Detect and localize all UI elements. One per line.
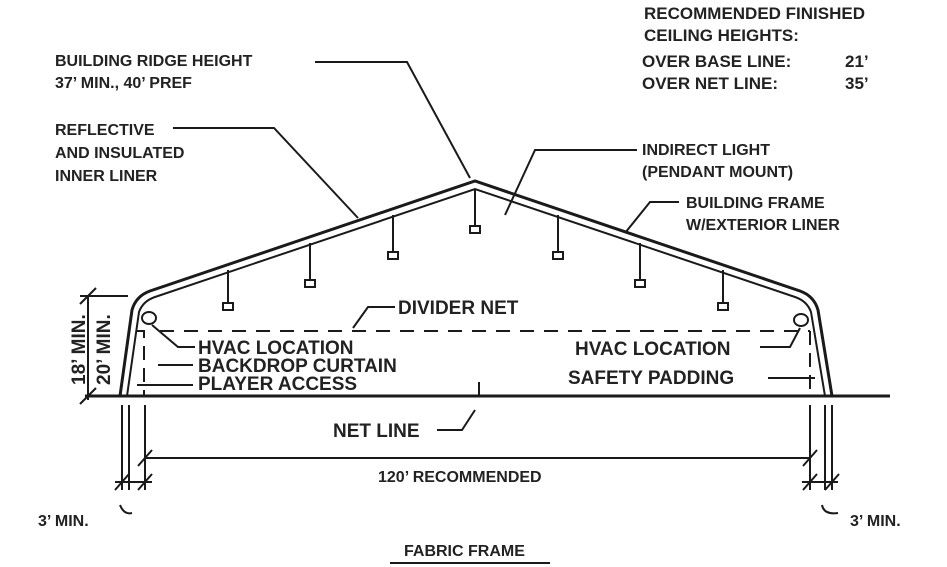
building-frame-outer bbox=[118, 179, 834, 397]
ridge-height-label: BUILDING RIDGE HEIGHT bbox=[55, 53, 253, 70]
min-left-label: 3’ MIN. bbox=[38, 513, 89, 530]
frame-label: BUILDING FRAME bbox=[686, 195, 825, 212]
building-frame-inner bbox=[126, 187, 826, 397]
base-line-label: OVER BASE LINE: bbox=[642, 52, 791, 71]
divider-net-label: DIVIDER NET bbox=[398, 298, 519, 319]
pendant-lights bbox=[222, 190, 729, 311]
leader-lines bbox=[80, 61, 839, 564]
frame-label: W/EXTERIOR LINER bbox=[686, 217, 840, 234]
min-right-label: 3’ MIN. bbox=[850, 513, 901, 530]
backdrop-label: BACKDROP CURTAIN bbox=[198, 356, 397, 377]
ceiling-heights-heading: CEILING HEIGHTS: bbox=[644, 26, 799, 45]
net-line-label: NET LINE bbox=[333, 421, 420, 442]
safety-padding-label: SAFETY PADDING bbox=[568, 368, 734, 389]
hvac-left-icon bbox=[141, 311, 157, 325]
liner-label: AND INSULATED bbox=[55, 145, 184, 162]
height-18-label: 18’ MIN. bbox=[69, 314, 90, 385]
ceiling-heights-heading: RECOMMENDED FINISHED bbox=[644, 4, 865, 23]
hvac-right-label: HVAC LOCATION bbox=[575, 339, 731, 360]
liner-label: INNER LINER bbox=[55, 168, 158, 185]
net-line-value: 35’ bbox=[845, 74, 869, 93]
hvac-left-label: HVAC LOCATION bbox=[198, 338, 354, 359]
light-label: INDIRECT LIGHT bbox=[642, 142, 770, 159]
base-line-value: 21’ bbox=[845, 52, 869, 71]
player-access-label: PLAYER ACCESS bbox=[198, 374, 357, 395]
height-20-label: 20’ MIN. bbox=[94, 314, 115, 385]
liner-label: REFLECTIVE bbox=[55, 122, 155, 139]
net-line-label: OVER NET LINE: bbox=[642, 74, 778, 93]
backdrop-curtain-left bbox=[137, 330, 145, 396]
light-label: (PENDANT MOUNT) bbox=[642, 164, 793, 181]
hvac-right-icon bbox=[793, 313, 809, 327]
width-label: 120’ RECOMMENDED bbox=[378, 469, 542, 486]
dimension-ticks bbox=[79, 287, 840, 491]
diagram-title: FABRIC FRAME bbox=[404, 543, 525, 560]
ridge-height-label: 37’ MIN., 40’ PREF bbox=[55, 75, 192, 92]
